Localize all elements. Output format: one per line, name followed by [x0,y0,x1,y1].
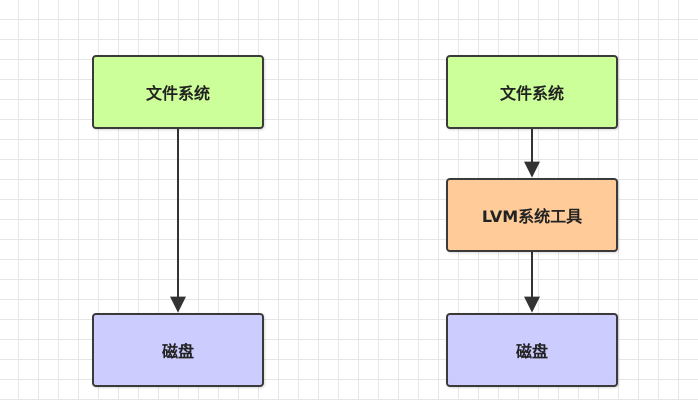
left-disk-node: 磁盘 [92,313,264,387]
right-lvm-tools-node: LVM系统工具 [446,178,618,252]
right-disk-node: 磁盘 [446,313,618,387]
right-lvm-tools-label: LVM系统工具 [481,207,583,226]
right-filesystem-node: 文件系统 [446,55,618,129]
right-disk-label: 磁盘 [515,342,548,361]
right-filesystem-label: 文件系统 [499,84,564,103]
left-filesystem-label: 文件系统 [145,84,210,103]
left-disk-label: 磁盘 [161,342,194,361]
left-filesystem-node: 文件系统 [92,55,264,129]
